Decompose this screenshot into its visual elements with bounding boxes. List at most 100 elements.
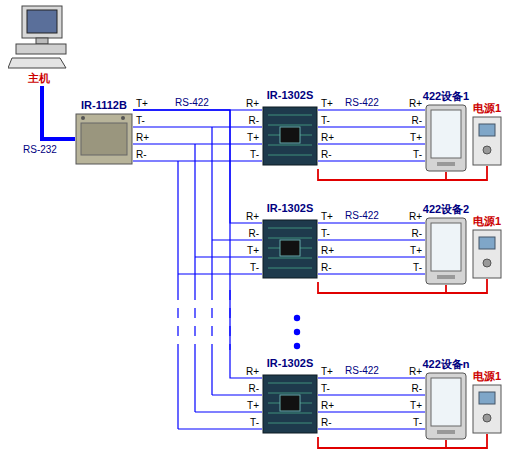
pin-label: T+ <box>321 366 333 377</box>
bus-wire <box>133 143 262 144</box>
pwr-box: 电源1 <box>472 229 502 279</box>
bus-wire <box>177 290 178 350</box>
node-label: 422设备n <box>422 358 469 370</box>
pin-label: T- <box>321 383 330 394</box>
mod-box: IR-1302S <box>262 371 318 437</box>
pin-label: T- <box>321 228 330 239</box>
pin-label: T- <box>413 417 422 428</box>
dev-box: 422设备n <box>425 372 467 440</box>
mod-icon <box>262 216 318 282</box>
pin-label: T- <box>250 417 259 428</box>
bus-wire <box>194 290 195 350</box>
conv-box: IR-1112B <box>75 113 133 165</box>
mod-icon <box>262 103 318 169</box>
bus-wire <box>194 350 195 412</box>
continuation-dot <box>294 343 300 349</box>
bus-wire <box>212 239 262 240</box>
pin-label: T- <box>136 115 145 126</box>
pin-label: T+ <box>321 98 333 109</box>
pin-label: T+ <box>410 245 422 256</box>
bus-wire <box>211 127 212 290</box>
pin-label: R+ <box>321 400 334 411</box>
pin-label: T- <box>250 149 259 160</box>
node-label: IR-1302S <box>267 89 313 101</box>
pin-label: R+ <box>246 98 259 109</box>
pin-label: R+ <box>136 132 149 143</box>
mod-box: IR-1302S <box>262 216 318 282</box>
continuation-dot <box>294 329 300 335</box>
bus-wire <box>177 350 178 429</box>
pin-label: T+ <box>136 98 148 109</box>
bus-wire <box>194 144 195 290</box>
node-label: 电源1 <box>473 215 501 227</box>
mod-icon <box>262 371 318 437</box>
dev-icon <box>425 217 467 285</box>
edge-label: RS-422 <box>174 97 210 108</box>
signal-wire <box>318 377 425 378</box>
pc-icon <box>8 4 70 70</box>
pin-label: T+ <box>410 132 422 143</box>
continuation-dot <box>294 315 300 321</box>
pin-label: R- <box>248 115 259 126</box>
pin-label: T+ <box>247 245 259 256</box>
dev-icon <box>425 372 467 440</box>
pin-label: T+ <box>410 400 422 411</box>
bus-wire <box>211 290 212 350</box>
node-label: 422设备1 <box>423 90 469 102</box>
signal-wire <box>133 110 262 378</box>
node-label: 电源1 <box>473 102 501 114</box>
node-label: IR-1112B <box>81 99 127 111</box>
bus-wire <box>318 239 425 240</box>
pin-label: R- <box>321 417 332 428</box>
bus-wire <box>212 394 262 395</box>
node-label: 电源1 <box>473 370 501 382</box>
signal-wire <box>133 110 262 223</box>
bus-wire <box>133 126 262 127</box>
pin-label: R- <box>248 228 259 239</box>
bus-wire <box>318 394 425 395</box>
pc-box: 主机 <box>8 4 70 70</box>
signal-wire <box>42 86 75 139</box>
pwr-icon <box>472 384 502 434</box>
pin-label: R- <box>411 115 422 126</box>
edge-label: RS-232 <box>22 144 58 155</box>
node-label: 422设备2 <box>423 203 469 215</box>
bus-wire <box>318 160 425 161</box>
pin-label: R- <box>136 149 147 160</box>
bus-wire <box>229 290 230 350</box>
pin-label: R+ <box>321 245 334 256</box>
bus-wire <box>318 126 425 127</box>
pin-label: R+ <box>246 211 259 222</box>
mod-box: IR-1302S <box>262 103 318 169</box>
dev-box: 422设备2 <box>425 217 467 285</box>
bus-wire <box>318 273 425 274</box>
edge-label: RS-422 <box>344 97 380 108</box>
signal-wire <box>318 222 425 223</box>
pin-label: T- <box>413 262 422 273</box>
dev-box: 422设备1 <box>425 104 467 172</box>
pwr-box: 电源1 <box>472 116 502 166</box>
bus-wire <box>318 143 425 144</box>
pwr-icon <box>472 229 502 279</box>
edge-label: RS-422 <box>344 210 380 221</box>
pwr-icon <box>472 116 502 166</box>
dev-icon <box>425 104 467 172</box>
bus-wire <box>318 428 425 429</box>
node-label: IR-1302S <box>267 202 313 214</box>
pin-label: T+ <box>247 400 259 411</box>
pin-label: T+ <box>321 211 333 222</box>
signal-wire <box>318 109 425 110</box>
bus-wire <box>178 273 262 274</box>
pin-label: T- <box>250 262 259 273</box>
bus-wire <box>177 161 178 290</box>
pin-label: T+ <box>247 132 259 143</box>
pin-label: T- <box>321 115 330 126</box>
bus-wire <box>195 256 262 257</box>
node-label: 主机 <box>28 72 50 84</box>
pin-label: R- <box>411 383 422 394</box>
pin-label: R- <box>411 228 422 239</box>
bus-wire <box>211 350 212 395</box>
pin-label: R+ <box>246 366 259 377</box>
node-label: IR-1302S <box>267 357 313 369</box>
pwr-box: 电源1 <box>472 384 502 434</box>
